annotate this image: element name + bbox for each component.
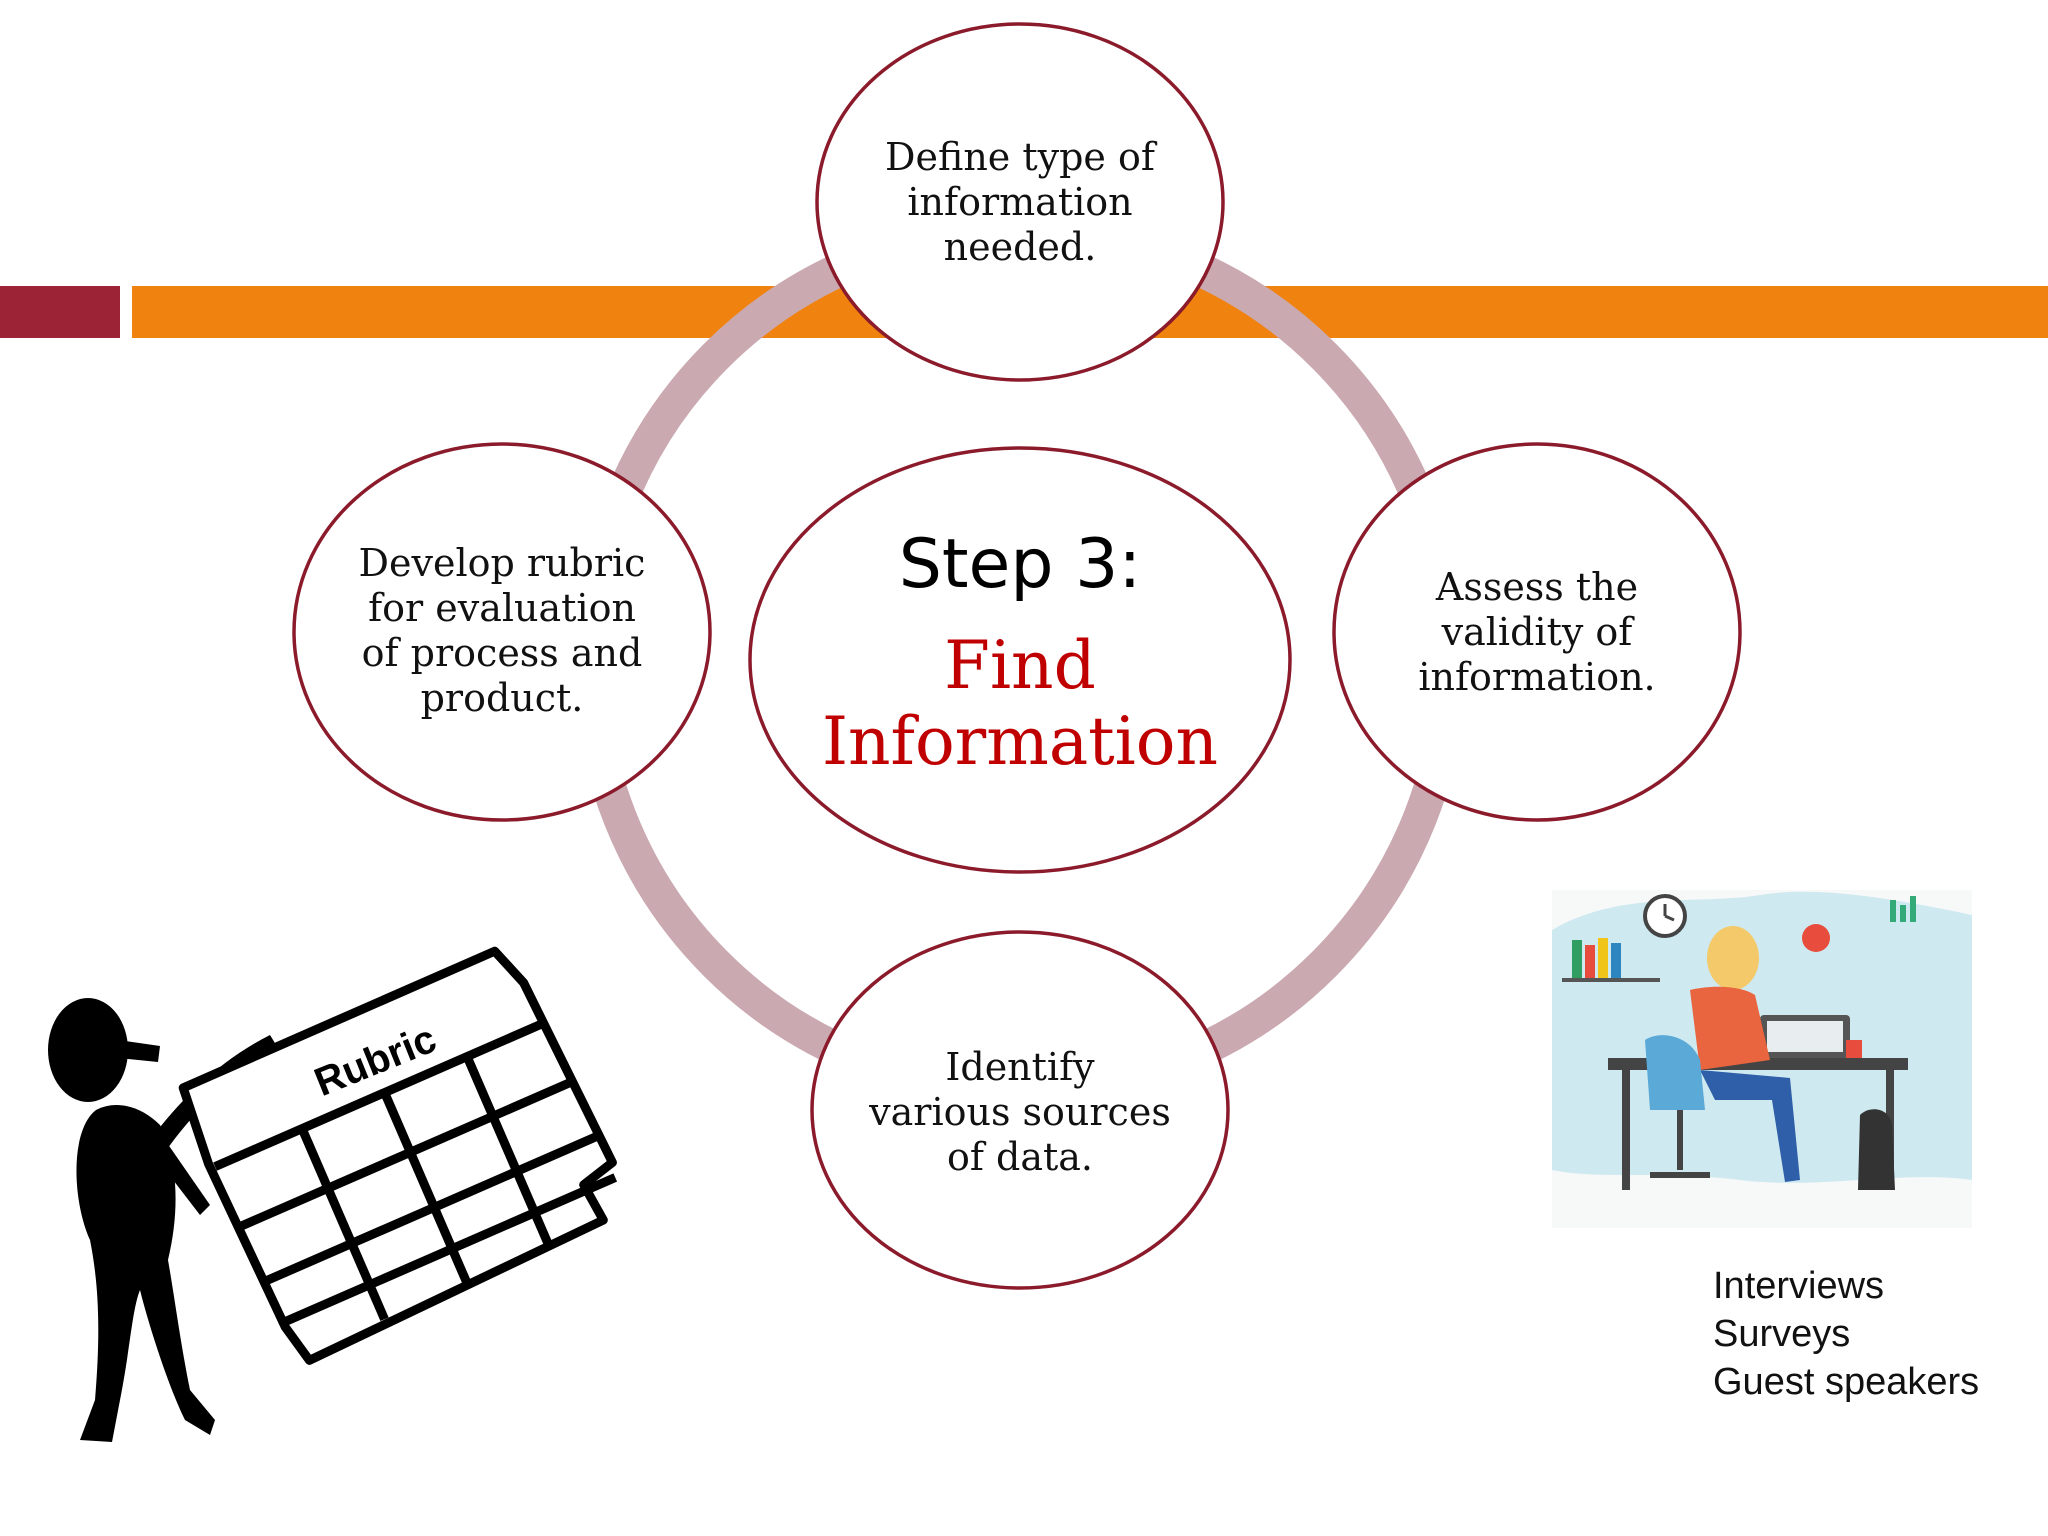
source-item-surveys: Surveys	[1713, 1313, 1851, 1355]
node-text-right: Assess the validity of information.	[1418, 564, 1656, 699]
sources-list: Interviews Surveys Guest speakers	[1713, 1262, 1979, 1406]
source-item-guest-speakers: Guest speakers	[1713, 1361, 1980, 1403]
desk-worker-illustration	[1552, 890, 1972, 1228]
rubric-figure-illustration: Rubric	[48, 946, 618, 1442]
center-circle	[748, 446, 1292, 874]
node-text-top: Define type of information needed.	[885, 134, 1155, 269]
center-title: Find Information	[821, 627, 1219, 780]
node-circle-top	[815, 22, 1225, 382]
node-text-left: Develop rubric for evaluation of process…	[358, 541, 646, 720]
node-circle-left	[292, 442, 712, 822]
center-step-label: Step 3:	[898, 525, 1142, 604]
accent-bar-red	[0, 286, 120, 338]
node-text-bottom: Identify various sources of data.	[869, 1044, 1171, 1179]
node-circle-right	[1332, 442, 1742, 822]
source-item-interviews: Interviews	[1713, 1265, 1885, 1307]
node-circle-bottom	[810, 930, 1230, 1290]
